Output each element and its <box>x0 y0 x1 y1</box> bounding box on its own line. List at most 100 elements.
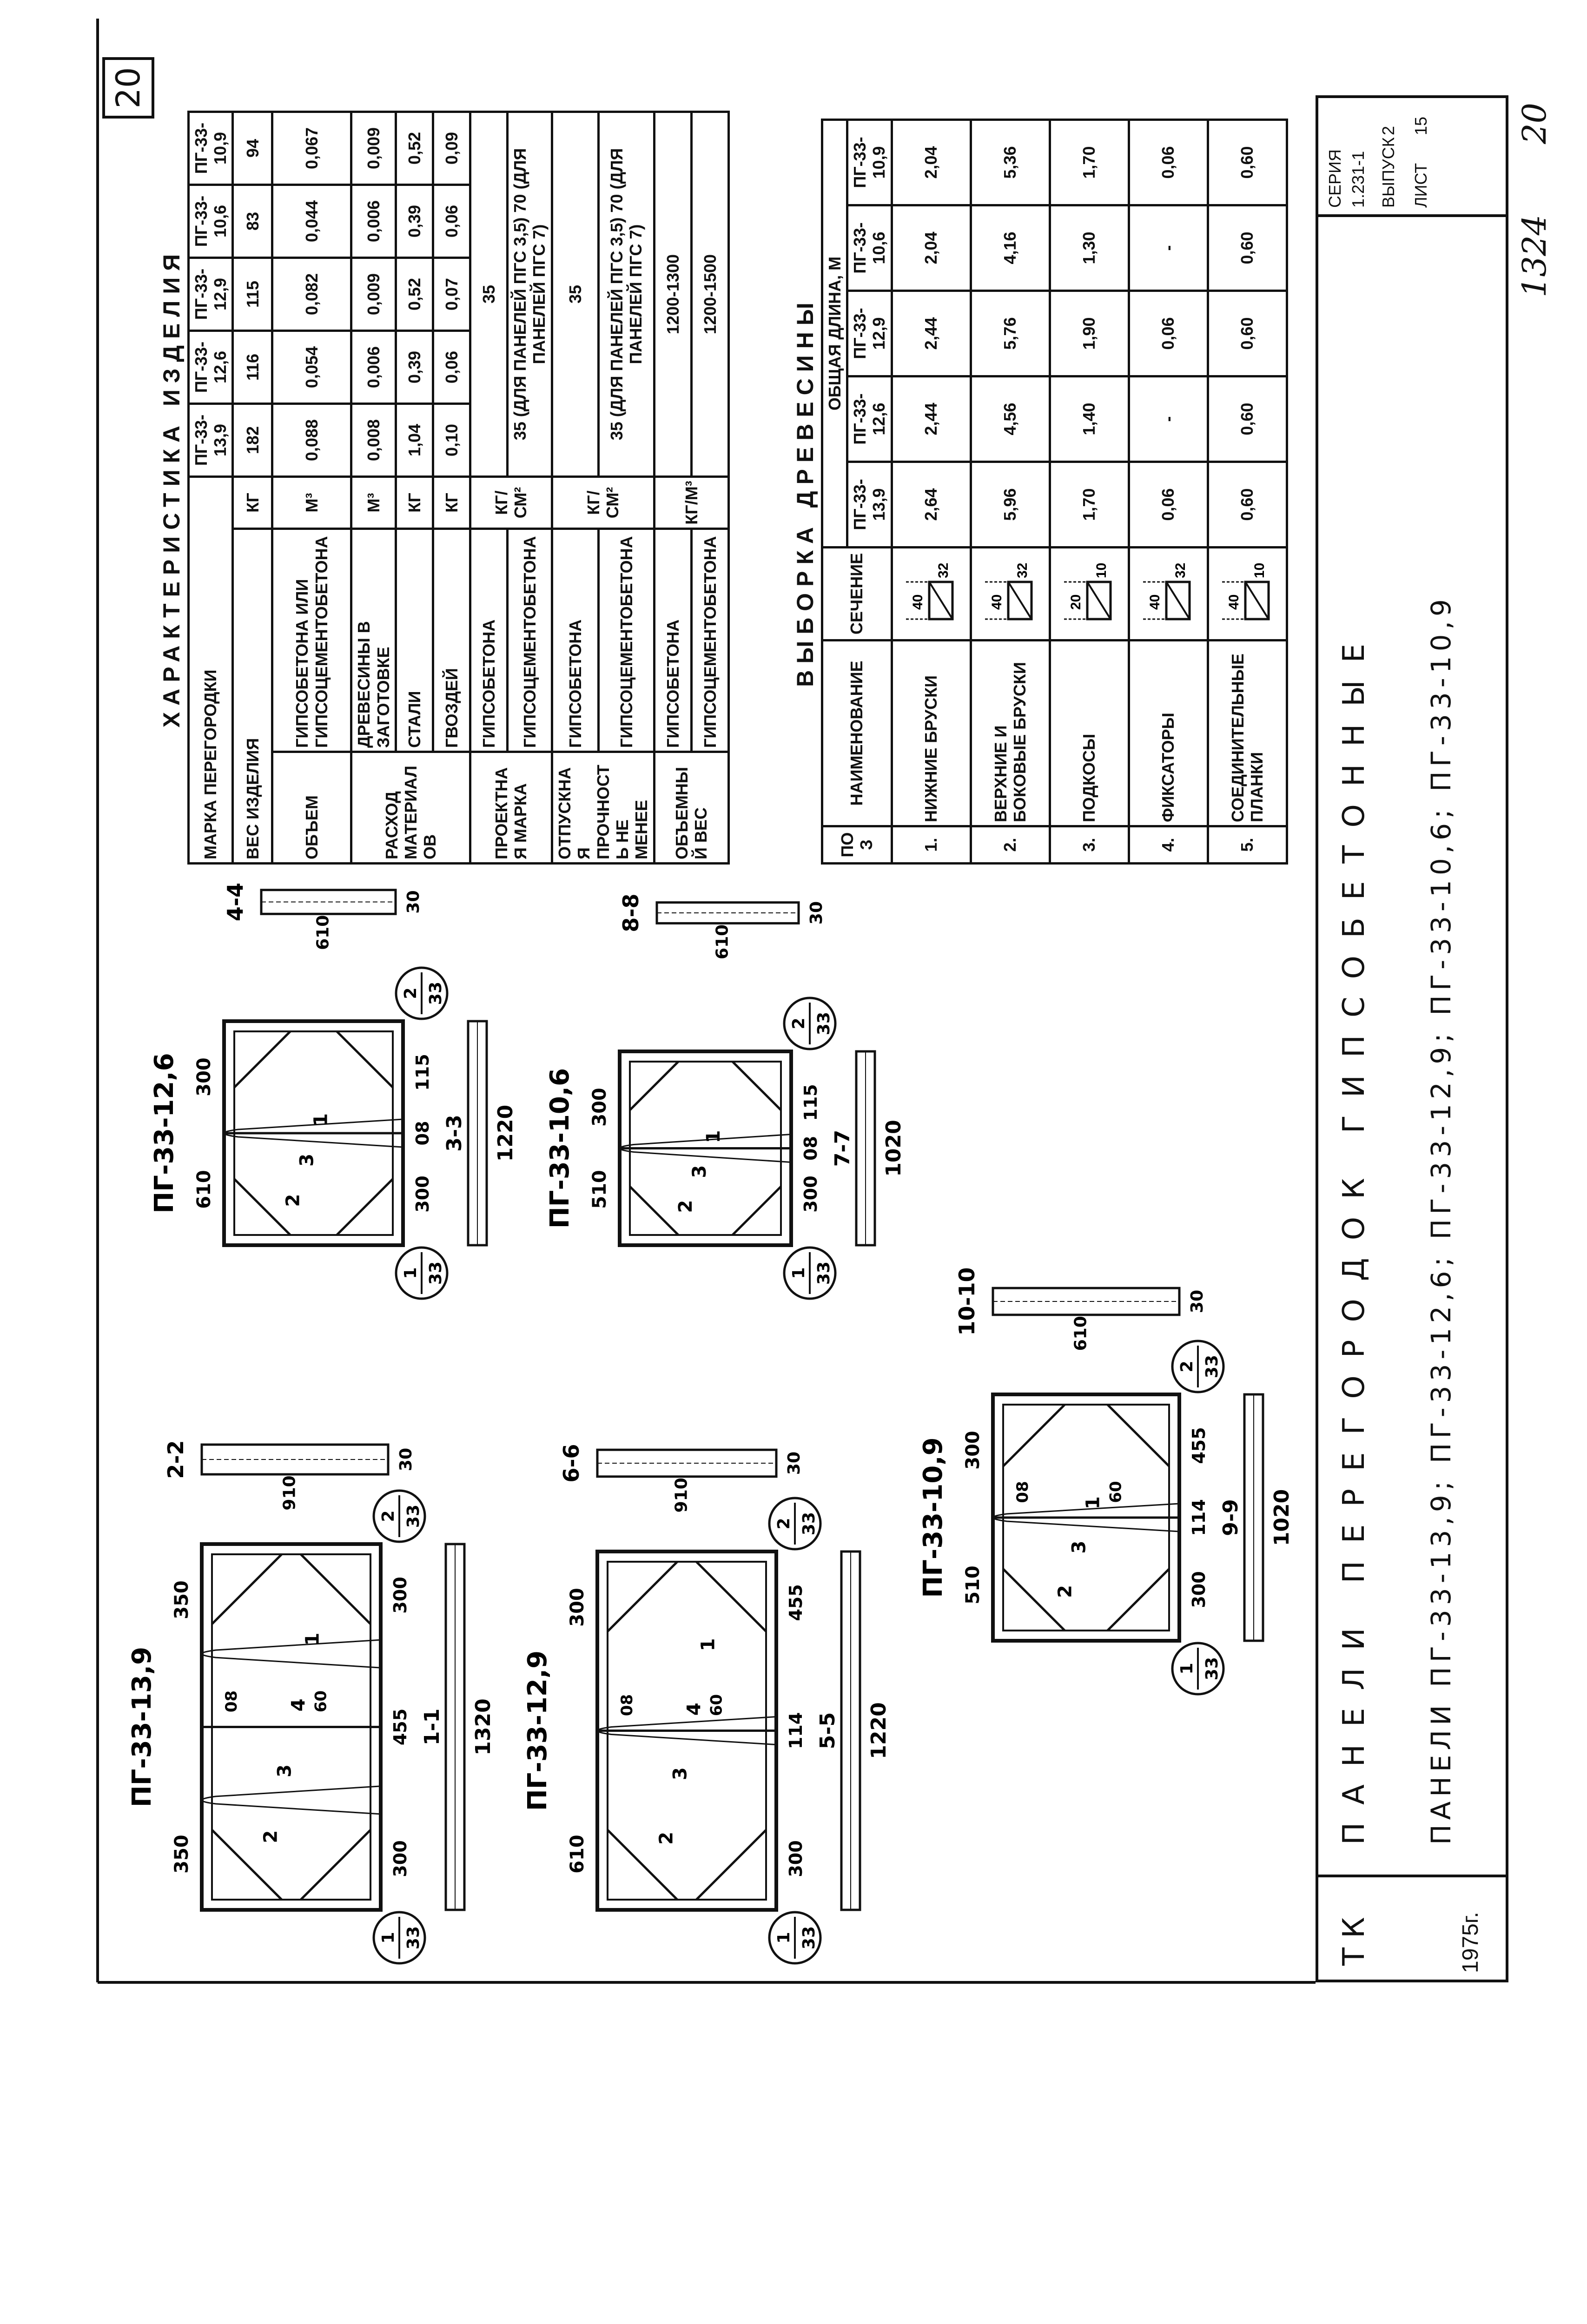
cell: 0,06 <box>1129 290 1208 376</box>
brace <box>211 1829 283 1901</box>
length-dimension: 1220 <box>494 1105 517 1162</box>
cell: 1,30 <box>1050 205 1129 291</box>
timber-caption: ВЫБОРКА ДРЕВЕСИНЫ <box>790 119 822 864</box>
callout-number: 1 <box>774 1932 794 1943</box>
series-box: СЕРИЯ 1.231-1 ВЫПУСК 2 ЛИСТ 15 <box>1318 98 1506 217</box>
section-height: 910 <box>672 1478 691 1512</box>
section-label: 6-6 <box>559 1444 584 1482</box>
section-label: 7-7 <box>831 1130 854 1167</box>
brand-col: ПГ-33-12,9 <box>847 290 892 376</box>
cell: РАСХОД МАТЕРИАЛОВ <box>351 752 470 864</box>
brace <box>211 1553 283 1625</box>
dimension-label: 08 <box>222 1690 241 1712</box>
cell: 1,70 <box>1050 119 1129 205</box>
timber-table: ВЫБОРКА ДРЕВЕСИНЫ ПОЗ НАИМЕНОВАНИЕ СЕЧЕН… <box>790 119 1288 865</box>
section-header: СЕЧЕНИЕ <box>822 547 892 640</box>
callout-number: 1 <box>379 1932 398 1943</box>
section-callout-circle <box>1171 1642 1225 1696</box>
characteristics-caption: ХАРАКТЕРИСТИКА ИЗДЕЛИЯ <box>157 112 188 864</box>
dimension-label: 455 <box>390 1709 410 1745</box>
cell: 0,07 <box>433 257 470 331</box>
section-height: 32 <box>1015 563 1030 578</box>
cell: 0,067 <box>272 112 351 185</box>
cell: 0,06 <box>1129 462 1208 548</box>
section-callout-circle <box>372 1489 426 1543</box>
brace <box>607 1561 678 1632</box>
callout-number: 1 <box>401 1267 420 1279</box>
length-dimension: 1020 <box>882 1120 906 1176</box>
callout-sheet: 33 <box>426 982 445 1005</box>
series-label: СЕРИЯ <box>1325 149 1344 208</box>
cell: 2,44 <box>892 290 971 376</box>
dimension-label: 610 <box>567 1835 588 1874</box>
page-number: 20 <box>102 57 154 119</box>
callout-sheet: 33 <box>426 1261 445 1285</box>
dimension-label: 455 <box>786 1584 806 1621</box>
cell: 0,06 <box>433 185 470 258</box>
cell: 4,56 <box>971 376 1050 462</box>
section-height: 10 <box>1252 563 1267 578</box>
cell: 2,44 <box>892 376 971 462</box>
dimension-label: 300 <box>1189 1571 1209 1608</box>
lifting-cone <box>596 1716 777 1745</box>
callout-sheet: 33 <box>814 1012 833 1035</box>
dimension-label: 300 <box>962 1431 984 1470</box>
cell: КГ/СМ² <box>470 476 552 529</box>
section-width: 40 <box>989 594 1005 610</box>
section-thickness: 30 <box>1188 1290 1207 1313</box>
cell: 0,009 <box>351 112 396 185</box>
cell: 94 <box>232 112 272 185</box>
cell: 2,04 <box>892 205 971 291</box>
dimension-label: 08 <box>618 1694 636 1716</box>
cell: 5. <box>1208 826 1287 864</box>
cell: 5,96 <box>971 462 1050 548</box>
dimension-label: 60 <box>312 1690 331 1712</box>
pos-header: ПОЗ <box>822 826 892 864</box>
section-callout-circle <box>768 1497 822 1551</box>
cell: 0,60 <box>1208 205 1287 291</box>
section-width: 40 <box>910 594 926 610</box>
section-label: 2-2 <box>163 1440 188 1479</box>
brace <box>336 1030 394 1089</box>
year: 1975г. <box>1458 1912 1483 1973</box>
brace <box>233 1030 291 1089</box>
brace <box>300 1829 371 1901</box>
brand-header: МАРКА ПЕРЕГОРОДКИ <box>188 476 233 864</box>
callout-number: 2 <box>774 1518 794 1529</box>
cell: 1,40 <box>1050 376 1129 462</box>
cell: М³ <box>272 476 351 529</box>
characteristics-table: ХАРАКТЕРИСТИКА ИЗДЕЛИЯ МАРКА ПЕРЕГОРОДКИ… <box>157 111 730 865</box>
callout-sheet: 33 <box>800 1512 819 1535</box>
dimension-label: 300 <box>193 1057 215 1096</box>
brace <box>336 1178 394 1236</box>
dimension-label: 610 <box>193 1170 215 1209</box>
cell: 0,60 <box>1208 290 1287 376</box>
cell: ГИПСОЦЕМЕНТОБЕТОНА <box>691 528 729 752</box>
title-block-org: ТК 1975г. <box>1318 1875 1506 1980</box>
dimension-label: 08 <box>1013 1481 1032 1503</box>
cell: КГ <box>396 476 433 529</box>
brand-col: ПГ-33-12,9 <box>188 257 233 331</box>
brace <box>607 1829 678 1901</box>
cell: 0,044 <box>272 185 351 258</box>
cell: КГ/М³ <box>654 476 729 529</box>
brand-col: ПГ-33-10,9 <box>188 112 233 185</box>
panel-title: ПГ-33-13,9 <box>127 1647 157 1807</box>
cell: 0,60 <box>1208 376 1287 462</box>
section-thickness: 30 <box>807 901 826 924</box>
issue-value: 2 <box>1379 125 1398 135</box>
part-number: 1 <box>302 1633 324 1646</box>
cell: ГИПСОЦЕМЕНТОБЕТОНА <box>507 528 552 752</box>
cell: 35 (ДЛЯ ПАНЕЛЕЙ ПГС 3,5) 70 (ДЛЯ ПАНЕЛЕЙ… <box>507 112 552 477</box>
callout-number: 2 <box>379 1510 398 1522</box>
section-label: 10-10 <box>954 1267 979 1335</box>
cell: 35 <box>552 112 599 477</box>
section-callout-circle <box>768 1911 822 1965</box>
series-value: 1.231-1 <box>1349 151 1368 208</box>
part-number: 1 <box>698 1638 719 1651</box>
dimension-label: 350 <box>171 1835 192 1874</box>
cell: НИЖНИЕ БРУСКИ <box>892 640 971 826</box>
dimension-label: 300 <box>567 1588 588 1627</box>
